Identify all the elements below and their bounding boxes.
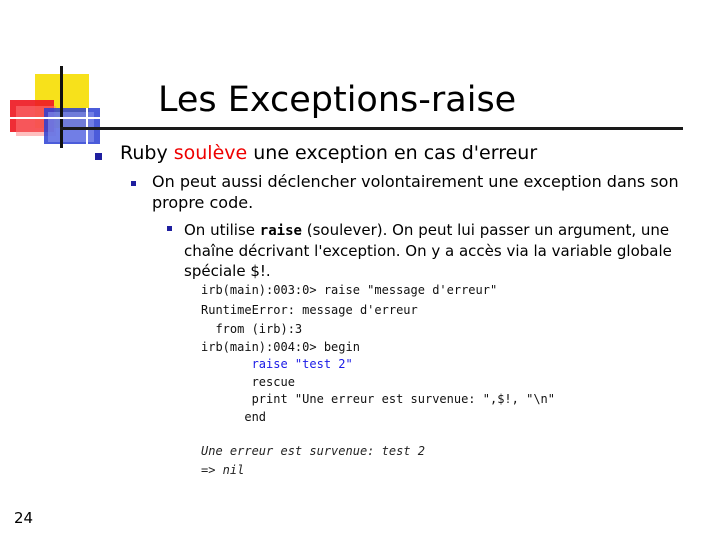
bullet-level-3: On utilise raise (soulever). On peut lui… xyxy=(184,220,704,281)
bullet-level-1: Ruby soulève une exception en cas d'erre… xyxy=(120,140,700,166)
title-divider xyxy=(60,127,683,130)
bullet-l1-prefix: Ruby xyxy=(120,142,174,164)
code-line: from (irb):3 xyxy=(201,322,303,336)
bullet-l1-highlight: soulève xyxy=(173,142,248,164)
code-line-highlighted: raise "test 2" xyxy=(201,357,353,371)
bullet-square-icon xyxy=(167,226,172,231)
raise-keyword: raise xyxy=(259,223,302,239)
bullet-l3-suffix: (soulever). On peut lui passer un argume… xyxy=(184,221,672,280)
bullet-level-2: On peut aussi déclencher volontairement … xyxy=(152,172,679,212)
bullet-l1-suffix: une exception en cas d'erreur xyxy=(247,142,538,164)
code-output-line: => nil xyxy=(201,463,245,477)
bullet-l3-prefix: On utilise xyxy=(184,221,260,239)
bullet-square-icon xyxy=(95,153,102,160)
code-line: irb(main):003:0> raise "message d'erreur… xyxy=(201,283,498,297)
code-line: end xyxy=(201,410,267,424)
code-output-line: Une erreur est survenue: test 2 xyxy=(201,444,425,458)
code-line: irb(main):004:0> begin xyxy=(201,340,360,354)
slide-title: Les Exceptions-raise xyxy=(158,80,517,120)
code-line: RuntimeError: message d'erreur xyxy=(201,303,418,317)
code-line: print "Une erreur est survenue: ",$!, "\… xyxy=(201,392,556,406)
page-number: 24 xyxy=(14,509,34,527)
code-line: rescue xyxy=(201,375,295,389)
bullet-square-icon xyxy=(131,181,136,186)
